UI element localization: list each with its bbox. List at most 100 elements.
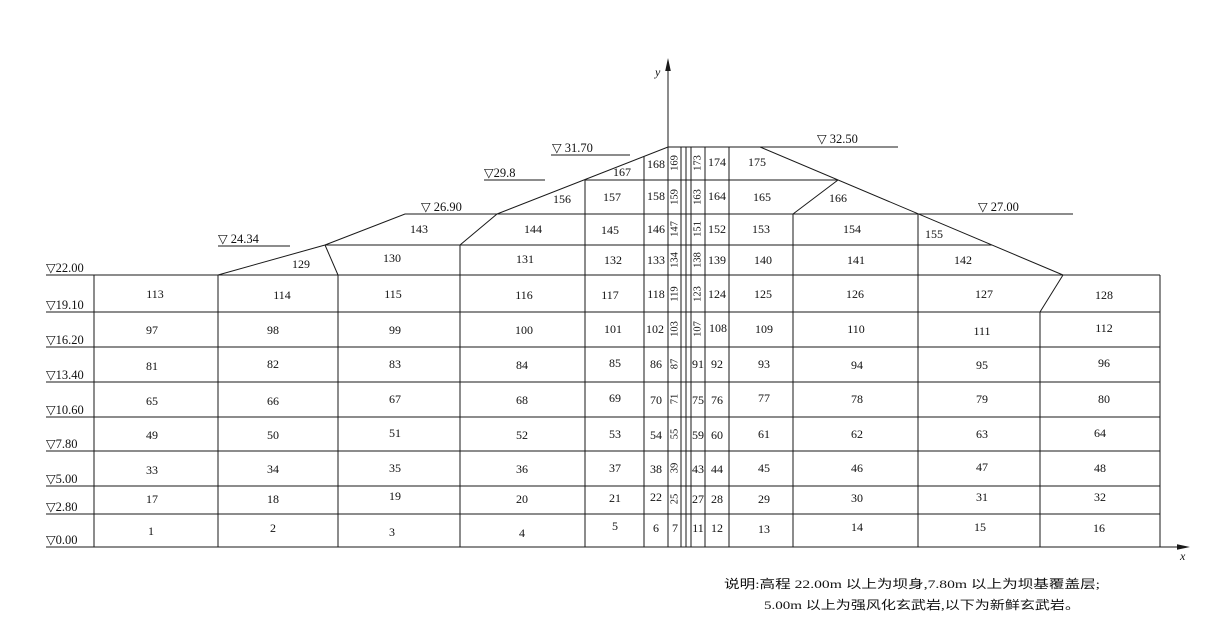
element-number: 60	[711, 428, 723, 442]
element-number: 77	[758, 391, 770, 405]
element-number: 144	[524, 222, 542, 236]
element-number: 110	[847, 322, 865, 336]
element-number: 147	[670, 221, 681, 237]
element-number: 123	[693, 286, 704, 302]
element-number: 99	[389, 323, 401, 337]
element-number: 153	[752, 222, 770, 236]
element-number: 173	[693, 155, 704, 171]
element-number: 145	[601, 223, 619, 237]
element-number: 1	[148, 524, 154, 538]
element-number: 18	[267, 492, 279, 506]
element-number: 111	[973, 324, 990, 338]
element-number: 125	[754, 287, 772, 301]
element-number: 19	[389, 489, 401, 503]
element-number: 70	[650, 393, 662, 407]
element-number: 80	[1098, 392, 1110, 406]
element-number: 61	[758, 427, 770, 441]
elevation-label: ▽7.80	[46, 437, 78, 451]
element-number: 64	[1094, 426, 1106, 440]
element-number: 124	[708, 287, 726, 301]
element-number: 142	[954, 253, 972, 267]
element-number: 46	[851, 461, 863, 475]
elevation-labels: ▽22.00 ▽19.10 ▽16.20 ▽13.40 ▽10.60 ▽7.80…	[46, 261, 84, 547]
element-number: 38	[650, 462, 662, 476]
dam-elevation-annotation: ▽ 27.00	[978, 200, 1019, 214]
element-number: 93	[758, 357, 770, 371]
element-number: 22	[650, 490, 662, 504]
element-number: 138	[693, 252, 704, 268]
element-number: 158	[647, 189, 665, 203]
element-number: 166	[829, 191, 847, 205]
element-number: 100	[515, 323, 533, 337]
element-number: 27	[692, 492, 704, 506]
element-number: 37	[609, 461, 621, 475]
element-number: 128	[1095, 288, 1113, 302]
element-number: 31	[976, 490, 988, 504]
dam-elevation-annotation: ▽29.8	[484, 166, 516, 180]
element-number: 168	[647, 157, 665, 171]
element-number: 133	[647, 253, 665, 267]
element-number: 29	[758, 492, 770, 506]
element-number: 114	[273, 288, 291, 302]
element-number: 94	[851, 358, 863, 372]
element-number: 109	[755, 322, 773, 336]
element-number: 112	[1095, 321, 1113, 335]
element-number: 129	[292, 257, 310, 271]
element-number: 163	[693, 189, 704, 205]
elevation-label: ▽19.10	[46, 298, 84, 312]
mesh-vertical-lines	[93, 147, 1161, 547]
element-number: 71	[670, 394, 681, 405]
element-number: 3	[389, 525, 395, 539]
element-number: 84	[516, 358, 528, 372]
element-number: 28	[711, 492, 723, 506]
element-number: 140	[754, 253, 772, 267]
element-number: 21	[609, 491, 621, 505]
annotation-lines	[218, 146, 1073, 247]
element-number: 83	[389, 357, 401, 371]
element-number: 54	[650, 428, 662, 442]
element-number: 6	[653, 521, 659, 535]
element-number: 35	[389, 461, 401, 475]
element-number: 13	[758, 522, 770, 536]
element-number: 169	[670, 155, 681, 171]
element-number: 53	[609, 427, 621, 441]
elevation-label: ▽16.20	[46, 333, 84, 347]
element-number: 141	[847, 253, 865, 267]
element-number: 50	[267, 428, 279, 442]
y-axis-label: y	[654, 65, 661, 79]
elevation-label: ▽2.80	[46, 500, 78, 514]
element-number: 14	[851, 520, 863, 534]
element-number: 52	[516, 428, 528, 442]
element-number: 139	[708, 253, 726, 267]
elevation-label: ▽22.00	[46, 261, 84, 275]
element-number: 66	[267, 394, 279, 408]
element-number: 68	[516, 393, 528, 407]
element-number: 67	[389, 392, 401, 406]
dam-internal-lines	[324, 179, 992, 276]
element-number: 12	[711, 521, 723, 535]
element-number: 167	[613, 165, 631, 179]
element-number: 59	[692, 428, 704, 442]
elevation-label: ▽0.00	[46, 533, 78, 547]
element-number: 116	[515, 288, 533, 302]
x-axis-label: x	[1179, 549, 1186, 563]
element-number: 82	[267, 357, 279, 371]
element-number: 36	[516, 462, 528, 476]
element-number: 49	[146, 428, 158, 442]
element-number: 152	[708, 222, 726, 236]
foundation-horizontal-lines	[94, 274, 1160, 548]
element-number: 126	[846, 287, 864, 301]
element-number: 107	[693, 321, 704, 337]
y-axis-arrow-icon	[665, 58, 671, 71]
element-number: 65	[146, 394, 158, 408]
element-number: 4	[519, 526, 525, 540]
element-number: 155	[925, 227, 943, 241]
note-line-1: 说明:高程 22.00m 以上为坝身,7.80m 以上为坝基覆盖层;	[724, 576, 1100, 591]
element-number: 17	[146, 492, 158, 506]
element-number: 16	[1093, 521, 1105, 535]
element-number: 175	[748, 155, 766, 169]
element-number: 130	[383, 251, 401, 265]
element-number: 91	[692, 357, 704, 371]
